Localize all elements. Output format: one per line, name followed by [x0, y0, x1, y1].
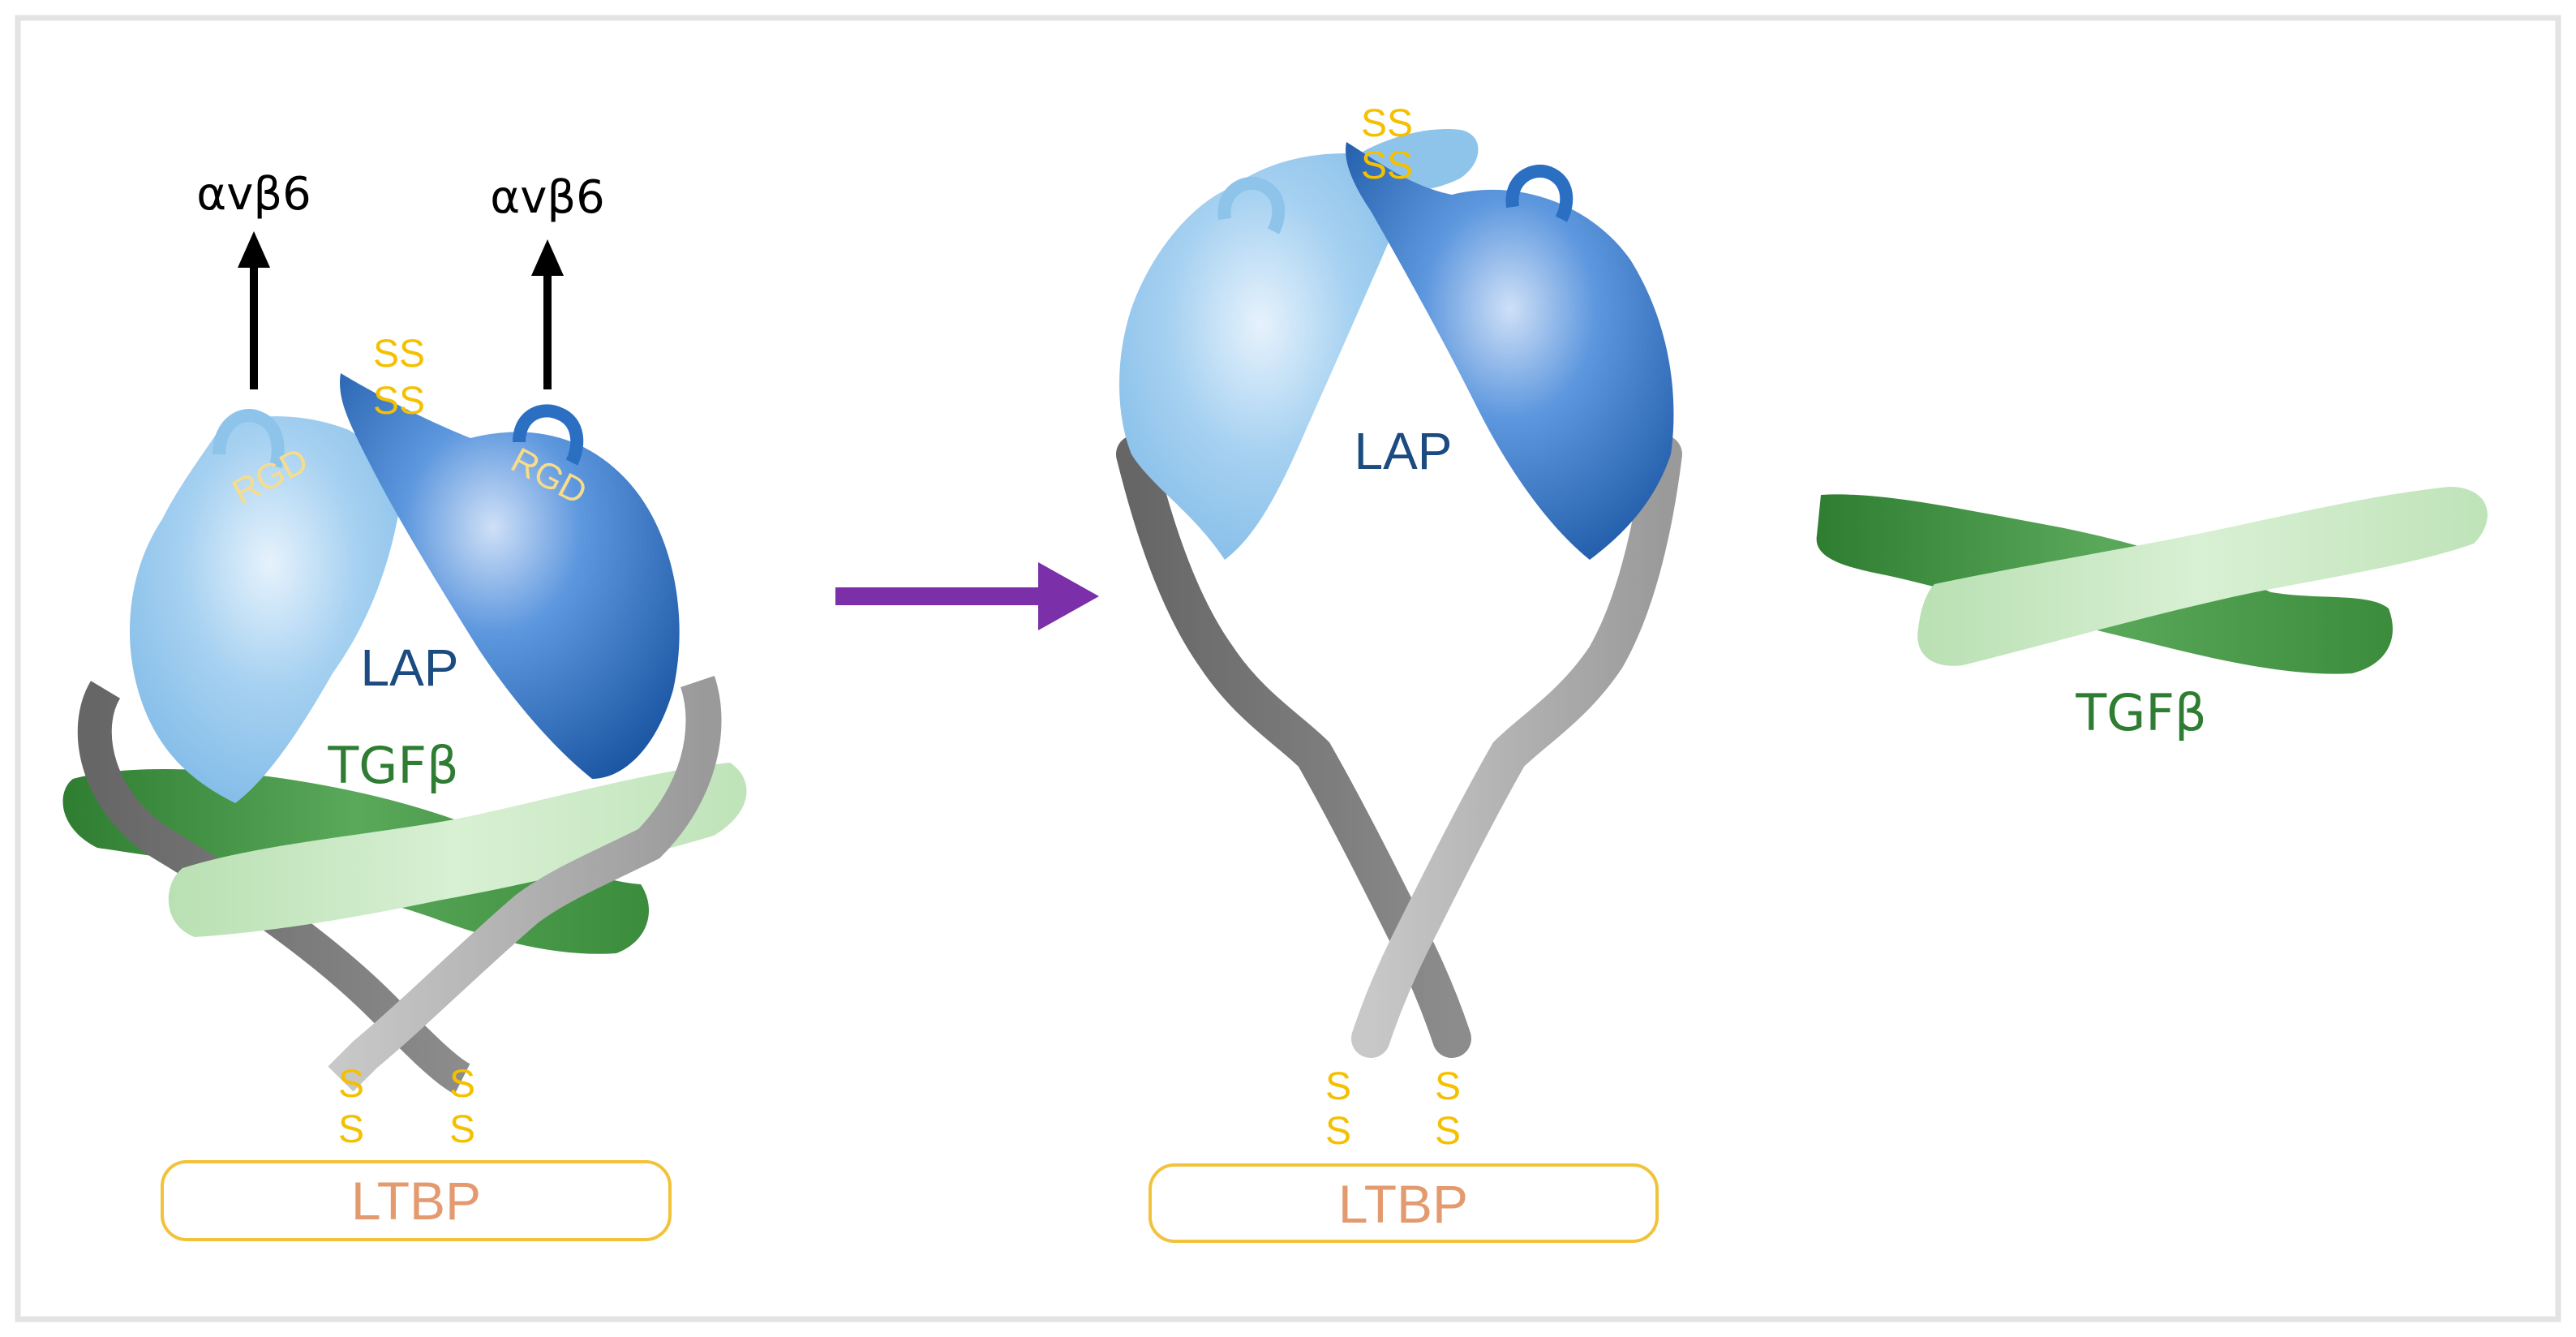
integrin-arrow-left	[238, 231, 270, 389]
lap-label-middle: LAP	[1355, 422, 1453, 480]
lap-label: LAP	[361, 638, 459, 697]
lap-monomer-light-open	[1119, 153, 1402, 561]
disulfide-bottom-right-2-middle: S	[1435, 1110, 1461, 1153]
disulfide-top-2: SS	[373, 380, 425, 423]
lap-monomer-dark-open	[1346, 142, 1674, 560]
disulfide-bottom-left-2-middle: S	[1325, 1110, 1351, 1153]
activation-arrow	[835, 562, 1099, 630]
rgd-loop-middle-right	[1505, 164, 1574, 222]
rgd-loop-right	[513, 404, 584, 466]
rgd-loop-middle-left	[1217, 176, 1286, 234]
released-tgfb: TGFβ	[1816, 487, 2488, 742]
disulfide-bottom-right-1: S	[449, 1063, 475, 1106]
ltbp-box-middle	[1148, 1163, 1659, 1243]
integrin-label-right: αvβ6	[490, 171, 604, 224]
released-tgfb-label: TGFβ	[2075, 683, 2206, 742]
lap-monomer-dark	[340, 373, 680, 779]
disulfide-bottom-left-1: S	[338, 1063, 364, 1106]
integrin-arrow-right	[531, 239, 564, 389]
disulfide-top-1: SS	[373, 333, 425, 376]
disulfide-bottom-left-1-middle: S	[1325, 1065, 1351, 1108]
disulfide-top-1-middle: SS	[1361, 102, 1413, 145]
disulfide-bottom-right-1-middle: S	[1435, 1065, 1461, 1108]
disulfide-top-2-middle: SS	[1361, 144, 1413, 187]
opened-lap-complex: SS SS LAP S S S S LTBP	[1116, 102, 1682, 1243]
tgfb-label: TGFβ	[327, 736, 458, 795]
disulfide-bottom-right-2: S	[449, 1108, 475, 1151]
ltbp-label-middle: LTBP	[1338, 1174, 1468, 1234]
latent-complex: RGD RGD SS SS LAP TGFβ αvβ6 αvβ6 S S S S…	[62, 168, 747, 1241]
linker-left-light	[328, 676, 722, 1092]
lap-monomer-light	[130, 416, 400, 803]
disulfide-bottom-left-2: S	[338, 1108, 364, 1151]
ltbp-label-left: LTBP	[351, 1171, 481, 1231]
tgfb-monomer-light	[168, 763, 747, 937]
linker-middle-right	[1351, 435, 1682, 1058]
integrin-label-left: αvβ6	[196, 168, 311, 221]
rgd-loop-left	[213, 409, 285, 468]
released-tgfb-monomer-light	[1917, 487, 2488, 666]
ltbp-box-left	[161, 1160, 672, 1241]
